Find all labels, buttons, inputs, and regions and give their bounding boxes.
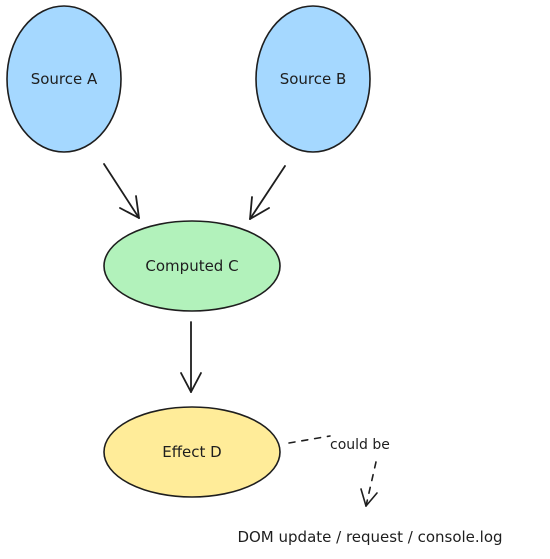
source-b-circle <box>255 5 371 153</box>
source-a-circle <box>6 5 122 153</box>
node-source-a[interactable]: Source A <box>6 5 122 153</box>
arrow-computed-c-to-effect-d <box>180 321 202 393</box>
dashed-connector-to-note <box>288 435 331 444</box>
outcome-caption: DOM update / request / console.log <box>237 528 502 546</box>
node-computed-c[interactable]: Computed C <box>103 220 281 312</box>
computed-c-label: Computed C <box>145 257 238 275</box>
source-b-label: Source B <box>280 70 347 88</box>
arrow-source-a-to-computed-c <box>103 163 140 219</box>
computed-c-ellipse <box>103 220 281 312</box>
effect-d-label: Effect D <box>162 443 222 461</box>
could-be-note: could be <box>330 437 390 453</box>
arrow-source-b-to-computed-c <box>249 165 286 220</box>
node-source-b[interactable]: Source B <box>255 5 371 153</box>
dashed-arrow-to-outcome <box>360 461 378 507</box>
source-a-label: Source A <box>31 70 98 88</box>
node-effect-d[interactable]: Effect D <box>103 406 281 498</box>
effect-d-ellipse <box>103 406 281 498</box>
